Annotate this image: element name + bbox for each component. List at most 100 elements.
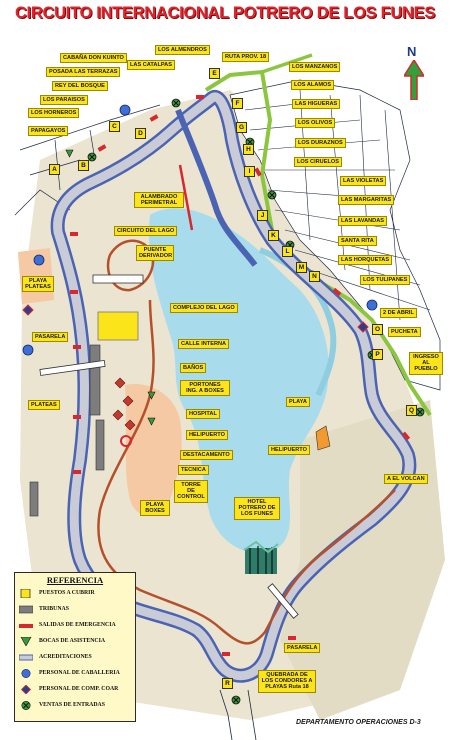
label-alamos: LOS ALAMOS	[291, 80, 335, 91]
legend-row-acreditaciones: ACREDITACIONES	[19, 653, 133, 663]
playa-marker	[315, 425, 331, 451]
legend-row-tribunas: TRIBUNAS	[19, 605, 133, 615]
marker-m: M	[296, 262, 307, 273]
label-lavandas: LAS LAVANDAS	[338, 216, 387, 227]
marker-d: D	[135, 128, 146, 139]
legend-row-puestos: PUESTOS A CUBRIR	[19, 589, 133, 599]
label-higueras: LAS HIGUERAS	[292, 99, 341, 110]
marker-p: P	[372, 349, 383, 360]
ruta-branch	[261, 53, 313, 74]
marker-n: N	[309, 271, 320, 282]
marker-h: H	[243, 144, 254, 155]
track-inner-link	[175, 108, 258, 267]
marker-o: O	[372, 324, 383, 335]
label-catalpas: LAS CATALPAS	[127, 60, 175, 71]
marker-b: B	[78, 160, 89, 171]
label-rey: REY DEL BOSQUE	[52, 81, 108, 92]
legend-row-bocas: BOCAS DE ASISTENCIA	[19, 637, 133, 647]
label-ingreso: INGRESO AL PUEBLO	[409, 352, 443, 375]
label-banos: BAÑOS	[180, 363, 207, 374]
label-ciruelos: LOS CIRUELOS	[294, 157, 342, 168]
legend-row-ventas: VENTAS DE ENTRADAS	[19, 701, 133, 711]
tribuna-sw	[29, 481, 39, 517]
assistance-points	[65, 149, 156, 426]
label-terrazas: POSADA LAS TERRAZAS	[46, 67, 121, 78]
label-tecnica: TECNICA	[178, 465, 209, 476]
north-indicator: N	[404, 44, 424, 102]
cavalry-points	[22, 104, 378, 356]
legend-row-salidas: SALIDAS DE EMERGENCIA	[19, 621, 133, 631]
label-ruta18: RUTA PROV. 18	[222, 52, 270, 63]
marker-i: I	[244, 166, 255, 177]
yellow-square-icon	[20, 589, 31, 598]
label-violetas: LAS VIOLETAS	[340, 176, 387, 187]
label-paraisos: LOS PARAISOS	[40, 95, 88, 106]
alambrado-line	[178, 164, 194, 231]
label-margaritas: LAS MARGARITAS	[338, 195, 395, 206]
label-abril: 2 DE ABRIL	[380, 308, 417, 319]
grey-bar-icon	[19, 605, 33, 614]
marker-q: Q	[406, 405, 417, 416]
hotel-palms	[243, 540, 279, 574]
marker-a: A	[49, 164, 60, 175]
label-destacamento: DESTACAMENTO	[180, 450, 233, 461]
label-volcan: A EL VOLCAN	[384, 474, 428, 485]
label-papagayos: PAPAGAYOS	[28, 126, 69, 137]
green-x-circle-icon	[21, 701, 31, 710]
marker-e: E	[209, 68, 220, 79]
label-puente: PUENTE DERIVADOR	[136, 245, 174, 262]
label-horneros: LOS HORNEROS	[28, 108, 80, 119]
label-almendros: LOS ALMENDROS	[155, 45, 210, 56]
legend-row-coar: PERSONAL DE COMP. COAR	[19, 685, 133, 695]
legend-text: BOCAS DE ASISTENCIA	[39, 638, 106, 644]
marker-f: F	[232, 98, 243, 109]
blue-diamond-icon	[20, 685, 32, 694]
service-markers	[112, 377, 136, 431]
puesto-zone	[97, 311, 139, 341]
label-alambrado: ALAMBRADO PERIMETRAL	[134, 192, 184, 209]
label-pasarela-bottom: PASARELA	[284, 643, 321, 654]
legend-text: ACREDITACIONES	[39, 654, 92, 660]
tribuna-left	[89, 344, 101, 416]
tribuna-left-lower	[95, 419, 105, 471]
label-quebrada: QUEBRADA DE LOS CONDORES A PLAYAS Ruta 1…	[258, 670, 316, 693]
blue-circle-icon	[21, 669, 31, 678]
legend-title: REFERENCIA	[46, 575, 104, 585]
legend-text: PERSONAL DE COMP. COAR	[39, 686, 119, 692]
ticket-sales-points	[87, 98, 425, 705]
label-playa-plateas: PLAYA PLATEAS	[22, 276, 54, 293]
ruta-south-2	[247, 689, 257, 740]
north-arrow-icon	[404, 60, 424, 100]
label-hospital: HOSPITAL	[186, 409, 220, 420]
marker-c: C	[109, 121, 120, 132]
legend-text: VENTAS DE ENTRADAS	[39, 702, 105, 708]
label-playa-boxes: PLAYA BOXES	[140, 500, 170, 517]
pasarela-bridge-left	[39, 359, 106, 376]
marker-l: L	[282, 246, 293, 257]
label-playa: PLAYA	[286, 397, 310, 408]
helipuerto-left	[120, 435, 132, 447]
label-complejo: COMPLEJO DEL LAGO	[170, 303, 238, 314]
label-portones: PORTONES ING. A BOXES	[180, 380, 230, 397]
legend-row-caballeria: PERSONAL DE CABALLERIA	[19, 669, 133, 679]
playa-boxes-area	[125, 384, 182, 516]
marker-g: G	[236, 122, 247, 133]
label-helipuerto2: HELIPUERTO	[268, 445, 310, 456]
marker-j: J	[257, 210, 268, 221]
map-title: CIRCUITO INTERNACIONAL POTRERO DE LOS FU…	[14, 4, 436, 22]
track-surface	[53, 92, 414, 681]
label-helipuerto1: HELIPUERTO	[186, 430, 228, 441]
north-letter: N	[407, 44, 417, 59]
label-horquetas: LAS HORQUETAS	[338, 255, 393, 266]
label-circuito-lago: CIRCUITO DEL LAGO	[114, 226, 178, 237]
legend-text: PERSONAL DE CABALLERIA	[39, 670, 120, 676]
label-tulipanes: LOS TULIPANES	[360, 275, 411, 286]
legend-text: SALIDAS DE EMERGENCIA	[39, 622, 116, 628]
label-calle: CALLE INTERNA	[178, 339, 230, 350]
label-olivos: LOS OLIVOS	[295, 118, 336, 129]
legend-text: TRIBUNAS	[39, 606, 69, 612]
red-dash-icon	[19, 624, 33, 628]
marker-r: R	[222, 678, 233, 689]
perimeter-barrier	[97, 299, 396, 645]
label-santarita: SANTA RITA	[338, 236, 377, 247]
